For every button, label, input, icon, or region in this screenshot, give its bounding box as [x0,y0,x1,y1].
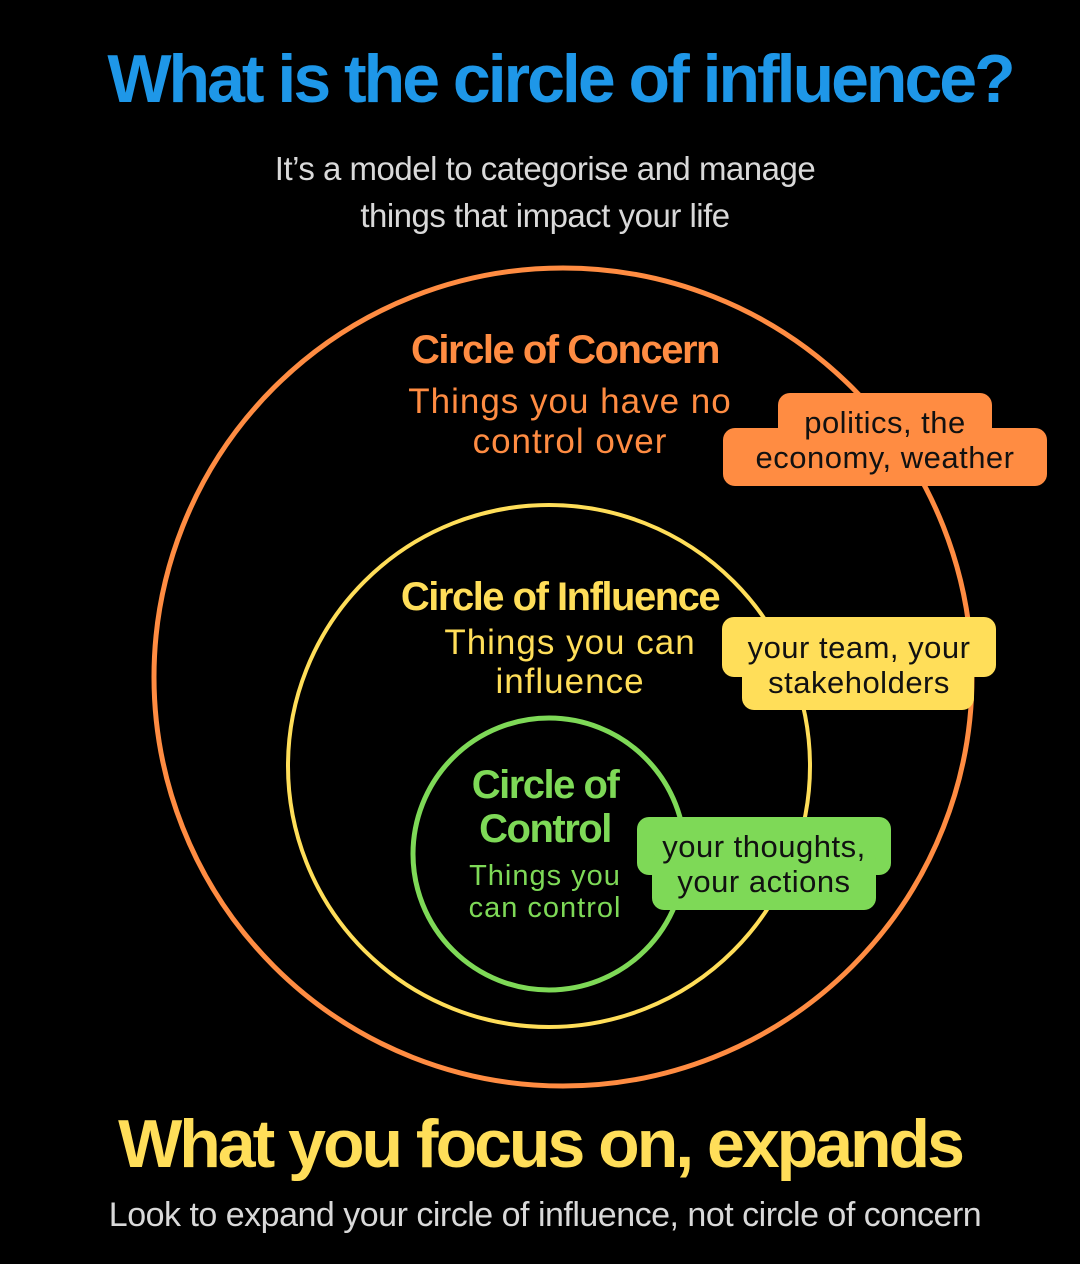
heading-line: Control [479,807,612,851]
desc-line: Things you can [444,623,696,662]
tag-line: stakeholders [768,665,950,700]
focus-headline: What you focus on, expands [118,1106,965,1182]
page-title: What is the circle of influence? [107,41,1015,117]
desc-line: can control [468,892,622,924]
heading-line: Circle of [471,763,620,807]
desc-line: influence [495,662,645,701]
subtitle: It’s a model to categorise and manage th… [0,145,1080,239]
tag-line: your thoughts, [662,829,866,864]
tag-line: economy, weather [755,440,1015,475]
desc-line: Things you have no [408,382,732,421]
influence-heading: Circle of Influence [400,575,721,619]
concern-heading: Circle of Concern [411,328,720,372]
tag-line: your team, your [747,630,971,665]
influence-tag-bg [722,617,996,710]
concern-tag-bg [723,393,1047,486]
control-description: Things you can control [440,860,650,924]
control-heading: Circle of Control [445,763,645,851]
influence-description: Things you can influence [400,623,740,701]
subtitle-line: things that impact your life [360,197,730,234]
circle-of-influence [286,503,812,1029]
tag-line: politics, the [804,405,966,440]
desc-line: control over [472,422,668,461]
control-examples: your thoughts, your actions [637,829,891,899]
control-tag-bg [637,817,891,910]
subtitle-line: It’s a model to categorise and manage [274,150,816,187]
footer-note: Look to expand your circle of influence,… [108,1196,982,1234]
influence-examples: your team, your stakeholders [722,630,996,700]
concern-description: Things you have no control over [380,382,760,462]
tag-line: your actions [677,864,851,899]
desc-line: Things you [469,860,621,892]
concern-examples: politics, the economy, weather [723,405,1047,475]
